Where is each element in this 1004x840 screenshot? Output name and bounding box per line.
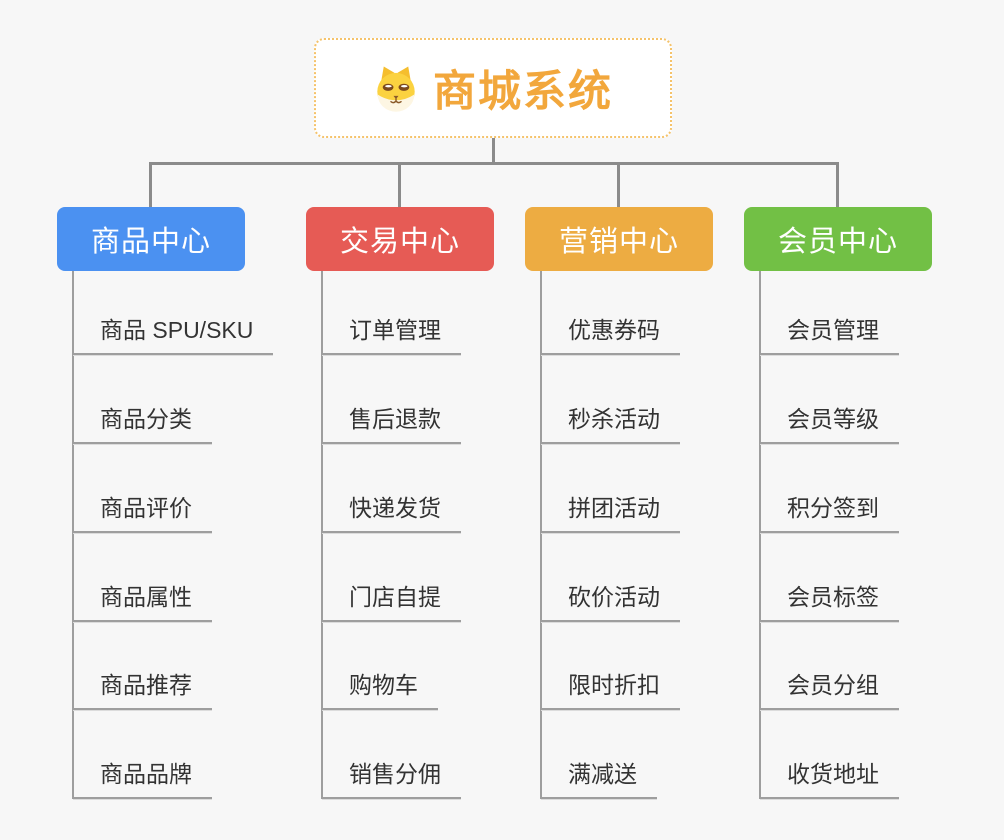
branch-node-marketing-center[interactable]: 营销中心: [525, 207, 713, 271]
branch-spine-marketing-center: [540, 271, 542, 799]
leaf-node[interactable]: 收货地址: [760, 759, 899, 799]
leaf-node[interactable]: 商品 SPU/SKU: [73, 315, 274, 355]
branch-spine-member-center: [759, 271, 761, 799]
root-title: 商城系统: [433, 68, 613, 116]
leaf-node[interactable]: 商品属性: [73, 582, 212, 622]
branch-label: 营销中心: [558, 226, 679, 258]
root-node[interactable]: 商城系统: [314, 38, 672, 138]
leaf-node[interactable]: 砍价活动: [541, 582, 680, 622]
leaf-node[interactable]: 积分签到: [760, 493, 899, 533]
leaf-node[interactable]: 会员管理: [760, 315, 899, 355]
leaf-node[interactable]: 快递发货: [322, 493, 461, 533]
leaf-node[interactable]: 优惠券码: [541, 315, 680, 355]
leaf-node[interactable]: 销售分佣: [322, 759, 461, 799]
branch-node-member-center[interactable]: 会员中心: [744, 207, 932, 271]
leaf-node[interactable]: 拼团活动: [541, 493, 680, 533]
branch-label: 商品中心: [90, 226, 211, 258]
leaf-node[interactable]: 商品评价: [73, 493, 212, 533]
connector-root-stub: [492, 138, 495, 164]
shiba-dog-icon: [377, 66, 415, 112]
leaf-node[interactable]: 商品分类: [73, 404, 212, 444]
connector-drop-2: [398, 162, 401, 207]
leaf-node[interactable]: 会员等级: [760, 404, 899, 444]
branch-node-trade-center[interactable]: 交易中心: [306, 207, 494, 271]
branch-label: 交易中心: [339, 226, 460, 258]
branch-spine-product-center: [72, 271, 74, 799]
leaf-node[interactable]: 商品推荐: [73, 670, 212, 710]
branch-label: 会员中心: [777, 226, 898, 258]
leaf-node[interactable]: 购物车: [322, 670, 438, 710]
leaf-node[interactable]: 满减送: [541, 759, 657, 799]
leaf-node[interactable]: 售后退款: [322, 404, 461, 444]
connector-drop-4: [836, 162, 839, 207]
leaf-node[interactable]: 秒杀活动: [541, 404, 680, 444]
connector-drop-1: [149, 162, 152, 207]
connector-drop-3: [617, 162, 620, 207]
leaf-node[interactable]: 订单管理: [322, 315, 461, 355]
leaf-node[interactable]: 限时折扣: [541, 670, 680, 710]
leaf-node[interactable]: 门店自提: [322, 582, 461, 622]
leaf-node[interactable]: 会员分组: [760, 670, 899, 710]
leaf-node[interactable]: 会员标签: [760, 582, 899, 622]
leaf-node[interactable]: 商品品牌: [73, 759, 212, 799]
branch-node-product-center[interactable]: 商品中心: [57, 207, 245, 271]
branch-spine-trade-center: [321, 271, 323, 799]
connector-horizontal: [149, 162, 839, 165]
